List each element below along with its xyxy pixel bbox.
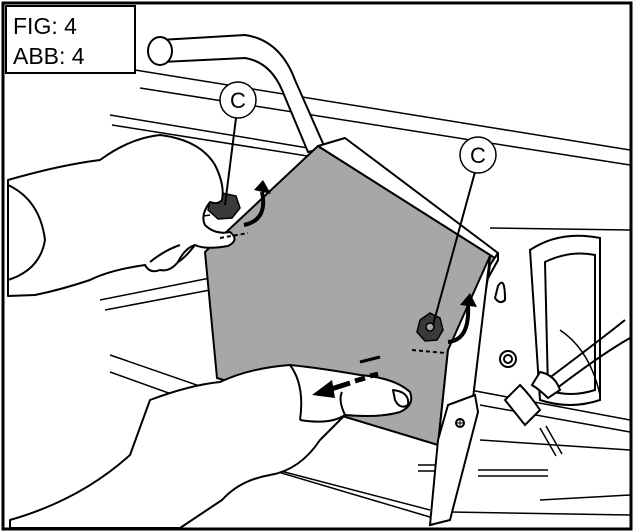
side-housing [493, 234, 601, 406]
star-knob-icon [416, 312, 444, 342]
callout-c-right: C [459, 136, 497, 174]
abb-label: ABB: 4 [13, 43, 85, 69]
callout-leaders [224, 117, 476, 326]
bracket [428, 393, 480, 527]
figure-label-box: FIG: 4 ABB: 4 [5, 5, 136, 74]
fig-label: FIG: 4 [13, 13, 77, 39]
callout-label: C [470, 143, 486, 168]
callout-label: C [230, 88, 246, 113]
left-hand [7, 134, 236, 297]
bottom-hand [9, 364, 413, 529]
callout-c-left: C [219, 81, 257, 119]
rotate-arrow-icon [411, 293, 477, 354]
cable [503, 319, 631, 427]
slide-arrow-icon [312, 355, 381, 398]
rotate-arrow-icon [219, 180, 271, 239]
